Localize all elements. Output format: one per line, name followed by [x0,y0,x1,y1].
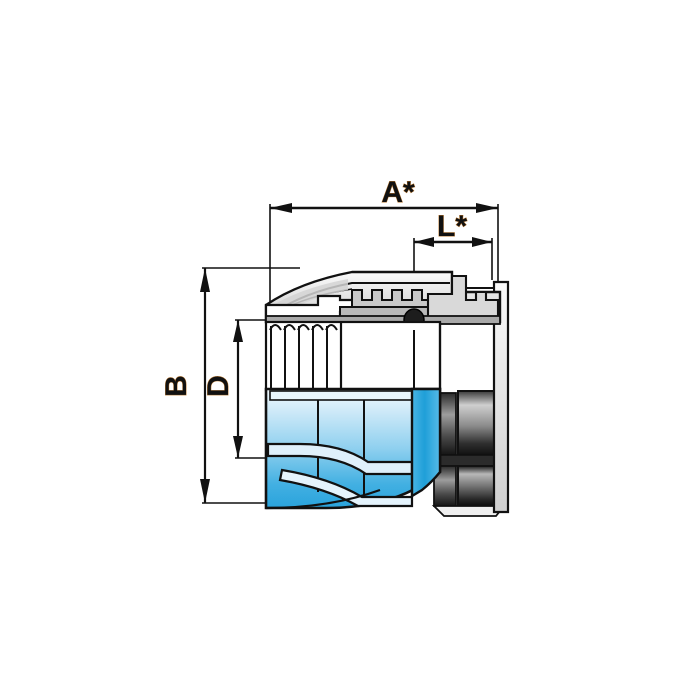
fitting-assembly [264,270,510,517]
dimension-labels-group: A* L* B D [160,176,468,398]
barb-rib-tops [269,324,338,331]
dim-label-a: A* [381,176,415,209]
barb-body [264,320,442,392]
dim-b-arrow-bottom [200,479,210,503]
dim-a-arrow-left [270,203,292,213]
blue-bottom-curve [265,488,381,510]
dim-d-arrow-bottom [233,436,243,458]
dim-b-arrow-top [200,268,210,292]
main-plastic-body [264,270,502,332]
dimension-lines-group [200,203,499,504]
right-flange [492,280,510,514]
dim-a-arrow-right [476,203,498,213]
nut-bottom-taper [431,505,506,517]
blue-insert-body [264,387,442,510]
dim-label-b: B [160,375,193,397]
dim-d-arrow-top [233,320,243,342]
blue-sweep-lower [278,468,414,508]
dim-label-l: L* [437,210,467,243]
dim-l-arrow-right [472,237,492,247]
blue-right-edge [410,387,442,499]
dim-l-arrow-left [414,237,434,247]
dim-label-d: D [202,375,235,397]
hose-barb-section [264,320,442,392]
